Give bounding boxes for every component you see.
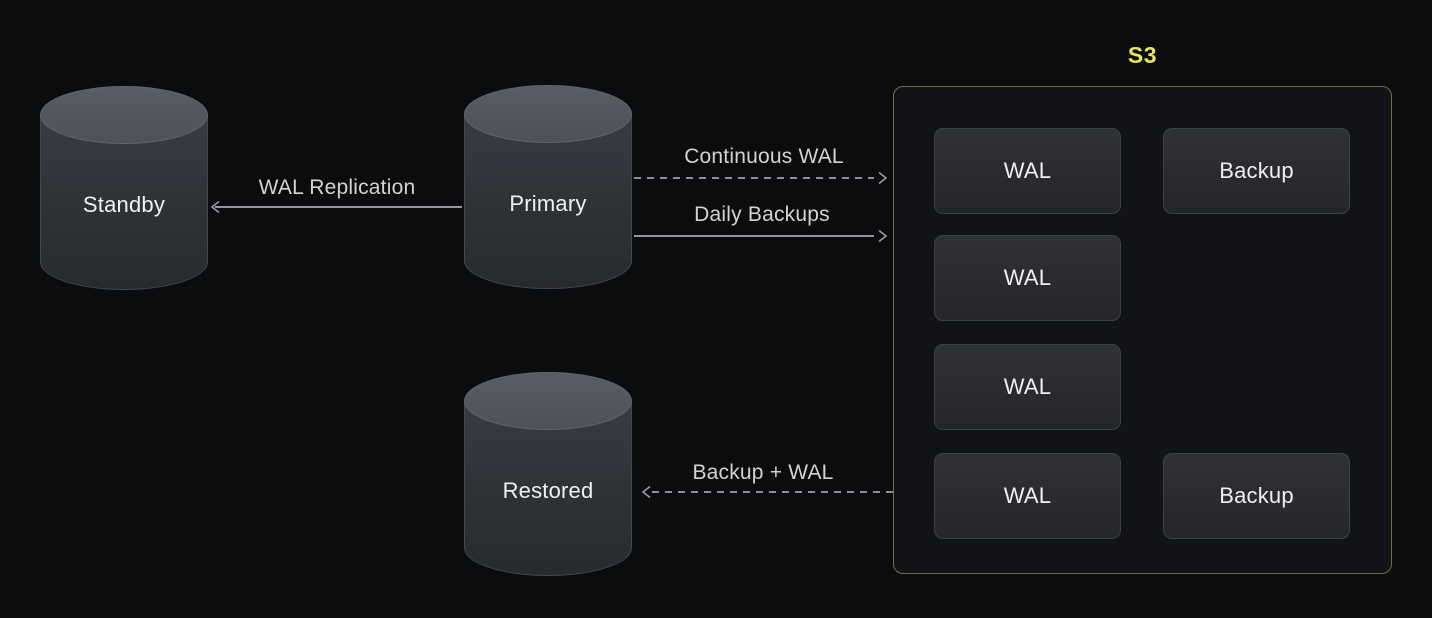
restored-label: Restored: [502, 478, 594, 503]
daily-backups-label: Daily Backups: [694, 203, 830, 226]
arrow-line: [634, 177, 874, 179]
backup-plus-wal-label: Backup + WAL: [692, 461, 834, 484]
arrow-line: [634, 235, 874, 237]
primary-database-node: Primary: [464, 85, 632, 289]
cylinder-body-shape: [40, 115, 208, 290]
arrowhead-right-icon: [878, 171, 888, 185]
arrow-line: [215, 206, 462, 208]
cylinder-top-shape: [464, 372, 632, 430]
cylinder-top-shape: [464, 85, 632, 143]
standby-database-node: Standby: [40, 86, 208, 290]
wal-object: WAL: [934, 128, 1121, 214]
cylinder-body-shape: [464, 114, 632, 289]
wal-replication-label: WAL Replication: [258, 176, 416, 199]
arrow-line: [652, 491, 893, 493]
cylinder-top-shape: [40, 86, 208, 144]
arrowhead-left-icon: [210, 200, 220, 214]
wal-object: WAL: [934, 344, 1121, 430]
standby-label: Standby: [82, 192, 166, 217]
continuous-wal-label: Continuous WAL: [684, 145, 844, 168]
arrowhead-left-icon: [641, 485, 651, 499]
s3-title: S3: [1127, 42, 1158, 68]
wal-object: WAL: [934, 235, 1121, 321]
wal-object: WAL: [934, 453, 1121, 539]
s3-container: WAL Backup WAL WAL WAL Backup: [893, 86, 1392, 574]
backup-object: Backup: [1163, 128, 1350, 214]
primary-label: Primary: [509, 191, 587, 216]
arrowhead-right-icon: [878, 229, 888, 243]
cylinder-body-shape: [464, 401, 632, 576]
backup-object: Backup: [1163, 453, 1350, 539]
restored-database-node: Restored: [464, 372, 632, 576]
